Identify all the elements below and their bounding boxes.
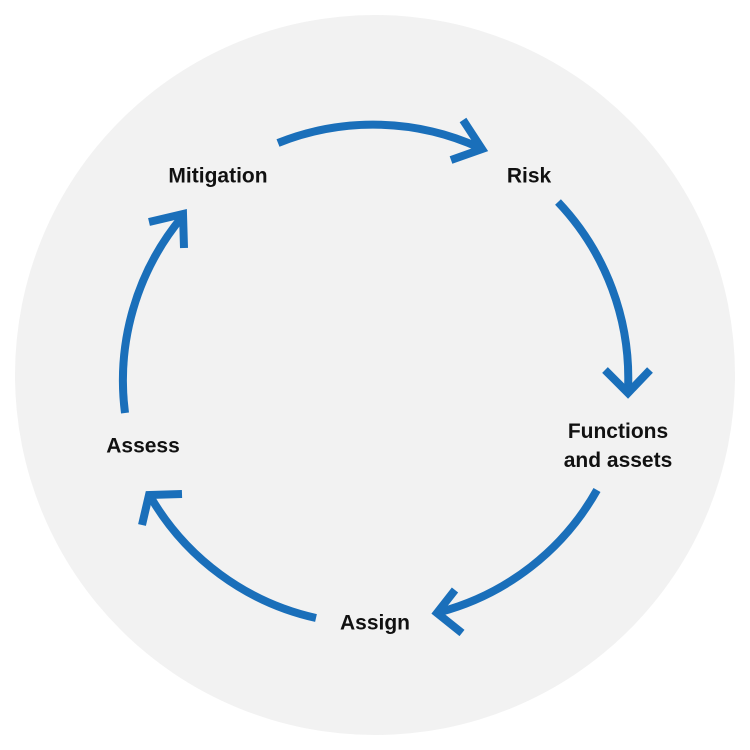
step-functions-and-assets: Functions and assets bbox=[564, 417, 673, 475]
arrow-mitigation-to-risk bbox=[276, 117, 489, 164]
step-risk-label: Risk bbox=[506, 164, 552, 188]
arrow-assess-to-mitigation bbox=[119, 208, 188, 414]
step-risk: Risk bbox=[507, 162, 551, 191]
step-assess: Assess bbox=[106, 432, 180, 461]
step-mitigation: Mitigation bbox=[168, 162, 267, 191]
step-functions-label-line1: Functions bbox=[567, 420, 669, 443]
step-assign-label: Assign bbox=[339, 611, 411, 635]
arrow-functions-to-assign bbox=[431, 488, 601, 637]
step-assign: Assign bbox=[340, 609, 410, 638]
step-functions-label-line2: and assets bbox=[563, 449, 673, 472]
arrow-assign-to-assess bbox=[138, 490, 317, 622]
step-assess-label: Assess bbox=[106, 434, 180, 458]
arrow-risk-to-functions bbox=[555, 199, 653, 399]
step-mitigation-label: Mitigation bbox=[168, 164, 268, 188]
